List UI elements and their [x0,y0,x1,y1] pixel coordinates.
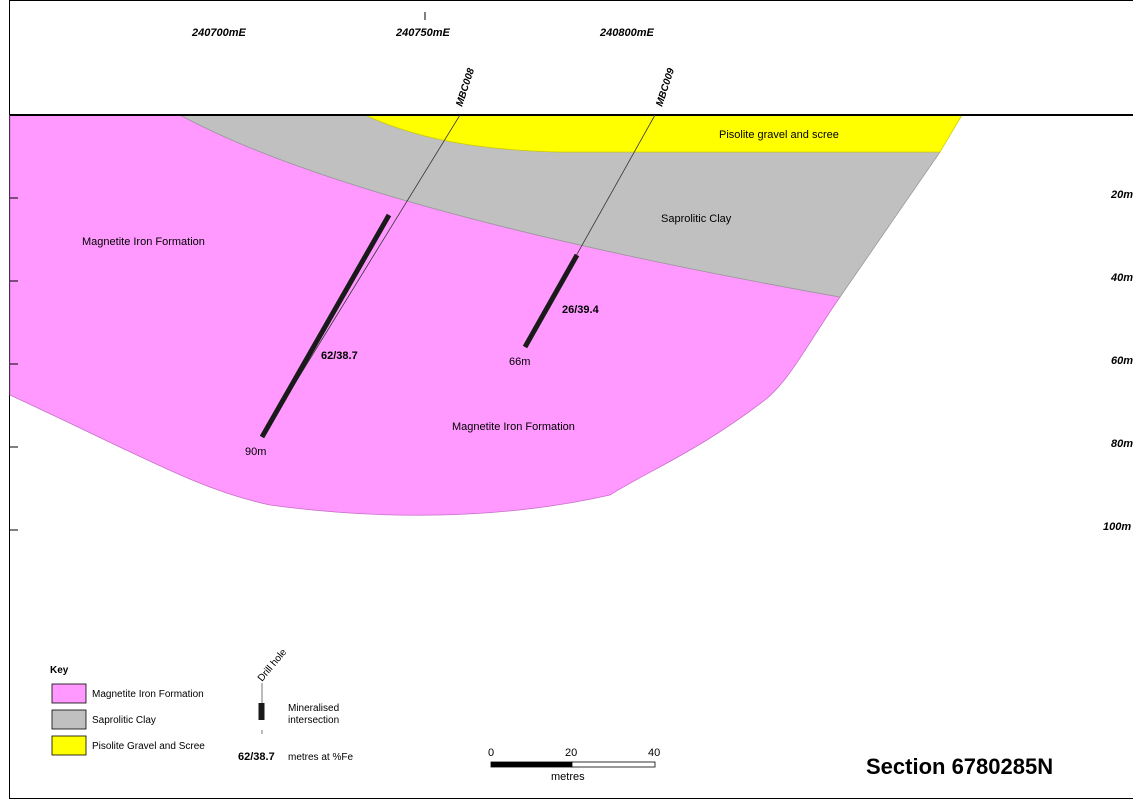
hole-id-mbc009: MBC009 [654,67,677,108]
key-grade-text: metres at %Fe [288,752,353,763]
scale-label-0: 0 [488,747,494,759]
key-swatch-pisolite [51,735,87,756]
depth-label: 80m [1111,438,1133,450]
intercept-label-mbc008: 62/38.7 [321,350,358,362]
magnetite-unit-label-lower: Magnetite Iron Formation [452,421,575,433]
key-label-magnetite: Magnetite Iron Formation [92,689,204,700]
scale-unit-label: metres [551,771,585,783]
depth-label: 20m [1110,189,1133,201]
easting-label: 240750mE [395,27,450,39]
scale-bar-empty [571,761,656,768]
scale-bar-filled [490,761,573,768]
key-swatch-clay [51,709,87,730]
clay-unit-label: Saprolitic Clay [661,213,732,225]
section-title: Section 6780285N [866,754,1053,779]
depth-label: 60m [1111,355,1133,367]
easting-label: 240700mE [191,27,246,39]
eoh-label-mbc008: 90m [245,446,266,458]
key-label-clay: Saprolitic Clay [92,715,156,726]
key-drill-hole-label: Drill hole [256,647,290,684]
mineralised-intersection-mbc009 [522,253,580,349]
depth-label: 40m [1110,272,1133,284]
pisolite-unit-label: Pisolite gravel and scree [719,129,839,141]
pisolite-gravel-zone [364,114,963,153]
key-title: Key [50,665,69,676]
key-grade-example: 62/38.7 [238,751,275,763]
depth-label: 100m [1103,521,1131,533]
scale-label-20: 20 [565,747,577,759]
map-frame [9,0,1133,799]
key-mineralised-symbol [258,703,265,720]
magnetite-unit-label-upper: Magnetite Iron Formation [82,236,205,248]
eoh-label-mbc009: 66m [509,356,530,368]
scale-label-40: 40 [648,747,660,759]
easting-label: 240800mE [599,27,654,39]
hole-id-mbc008: MBC008 [454,67,477,108]
key-swatch-magnetite [51,683,87,704]
key-mineralised-label: intersection [288,715,339,726]
mineralised-intersection-mbc008 [259,213,392,439]
intercept-label-mbc009: 26/39.4 [562,304,600,316]
key-mineralised-label: Mineralised [288,703,339,714]
key-label-pisolite: Pisolite Gravel and Scree [92,741,205,752]
